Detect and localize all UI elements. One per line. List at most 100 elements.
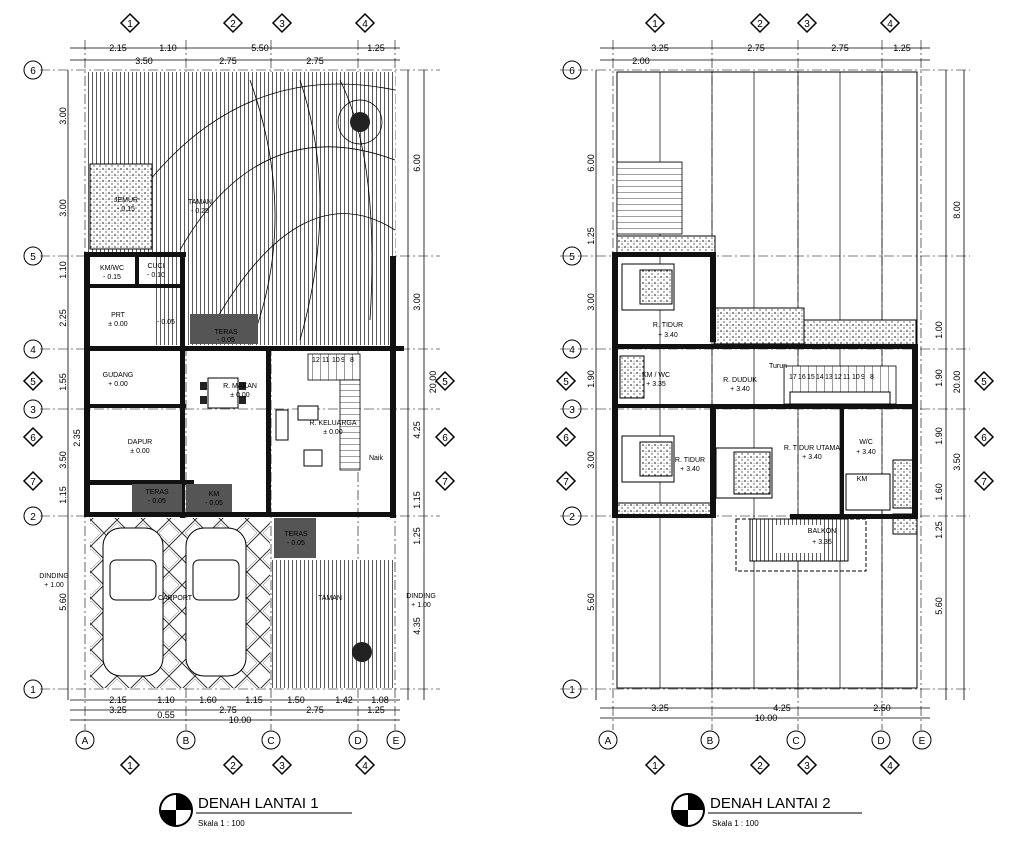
grid-label: 3 [569,405,575,416]
title-block-1: DENAH LANTAI 1 Skala 1 : 100 [159,793,352,828]
note: + 1.00 [411,602,431,609]
grid-bubble-E [912,730,932,750]
section-marker [555,470,577,492]
dim-right: 8.00 [952,201,962,219]
dim-right: 20.00 [952,371,962,394]
dim-left: 1.10 [58,261,68,279]
grid-bubble-1 [562,679,582,699]
dim-bottom: 1.60 [199,695,217,705]
room-level: + 3.40 [730,386,750,393]
grid-bubble-B [176,730,196,750]
axis-marker [749,754,771,776]
grid-label: E [393,736,400,747]
dim-right: 3.50 [952,453,962,471]
room-name: R. MAKAN [223,383,257,390]
room-name: TERAS [214,329,238,336]
plan-scale: Skala 1 : 100 [198,819,245,828]
plan-title: DENAH LANTAI 2 [710,795,831,812]
bed-icon [621,263,675,311]
axis-label: 2 [757,19,763,30]
dim-right: 6.00 [412,154,422,172]
dim-top: 3.25 [651,43,669,53]
room-name: KM [209,491,220,498]
room-level: - 0.05 [205,500,223,507]
dim-left: 3.00 [58,199,68,217]
room-name: KM/WC [100,265,124,272]
teras-1 [190,314,258,344]
stair-no: 10 [332,357,340,364]
axis-label: 1 [127,761,133,772]
grid-label: 4 [30,345,36,356]
dim-right: 3.00 [412,293,422,311]
section-marker [22,426,44,448]
jemur-area [89,163,153,250]
axis-marker [879,12,901,34]
room-name: R. TIDUR UTAMA [784,445,840,452]
room-name: JEMUR [114,197,138,204]
plan-title: DENAH LANTAI 1 [198,795,319,812]
dim-bottom: 1.50 [287,695,305,705]
room-level: - 0.05 [148,498,166,505]
bed-icon [621,435,675,483]
grid-bubble-D [871,730,891,750]
room-name: CUCI [147,263,164,270]
tree-icon [352,642,372,662]
grid-label: 3 [30,405,36,416]
car-icon [102,527,164,677]
axis-marker [271,12,293,34]
axis-label: 2 [230,19,236,30]
room-name: R. TIDUR [653,322,683,329]
grid-label: 2 [569,512,575,523]
grid-bubble-C [261,730,281,750]
dim-bottom: 2.50 [873,703,891,713]
dim-left: 2.25 [58,309,68,327]
section-label: 7 [563,477,569,488]
section-marker [973,426,995,448]
axis-label: 3 [279,761,285,772]
dim-right: 5.60 [934,597,944,615]
room-name: R. KELUARGA [309,420,356,427]
room-name: DAPUR [128,439,153,446]
dim-top: 1.25 [367,43,385,53]
room-name: CARPORT [158,595,193,602]
grid-label: 5 [30,252,36,263]
room-level: + 3.40 [802,454,822,461]
dim-bottom2: 3.25 [109,705,127,715]
grid-bubble-C [786,730,806,750]
note: - 0.05 [157,319,175,326]
axis-label: 4 [362,19,368,30]
dim-left: 3.50 [58,451,68,469]
grid-label: E [919,736,926,747]
car-icon [185,527,247,677]
km-dark [186,484,232,512]
dim-bottom: 1.42 [335,695,353,705]
section-label: 5 [981,377,987,388]
dim-bottom: 1.08 [371,695,389,705]
room-name: KM / WC [642,372,670,379]
dim-top: 5.50 [251,43,269,53]
dim-bottom: 2.15 [109,695,127,705]
bed-icon [715,447,773,499]
room-name: TAMAN [188,199,212,206]
dim-left: 6.00 [586,154,596,172]
axis-marker [796,754,818,776]
stair-no: 17 [789,374,797,381]
dim-right: 20.00 [428,371,438,394]
grid-bubble-E [386,730,406,750]
dim-right: 1.90 [934,369,944,387]
teras-3 [274,518,316,558]
section-label: 7 [981,477,987,488]
stair-no: 9 [341,357,345,364]
grid-label: 6 [569,66,575,77]
grid-bubble-A [598,730,618,750]
axis-marker [119,12,141,34]
grid-bubble-D [348,730,368,750]
dim-bottom: 1.15 [245,695,263,705]
axis-marker [222,754,244,776]
axis-label: 4 [362,761,368,772]
dim-top: 2.15 [109,43,127,53]
dim-bottom3: 10.00 [229,715,252,725]
dim-top: 1.25 [893,43,911,53]
dim-left: 3.00 [586,293,596,311]
